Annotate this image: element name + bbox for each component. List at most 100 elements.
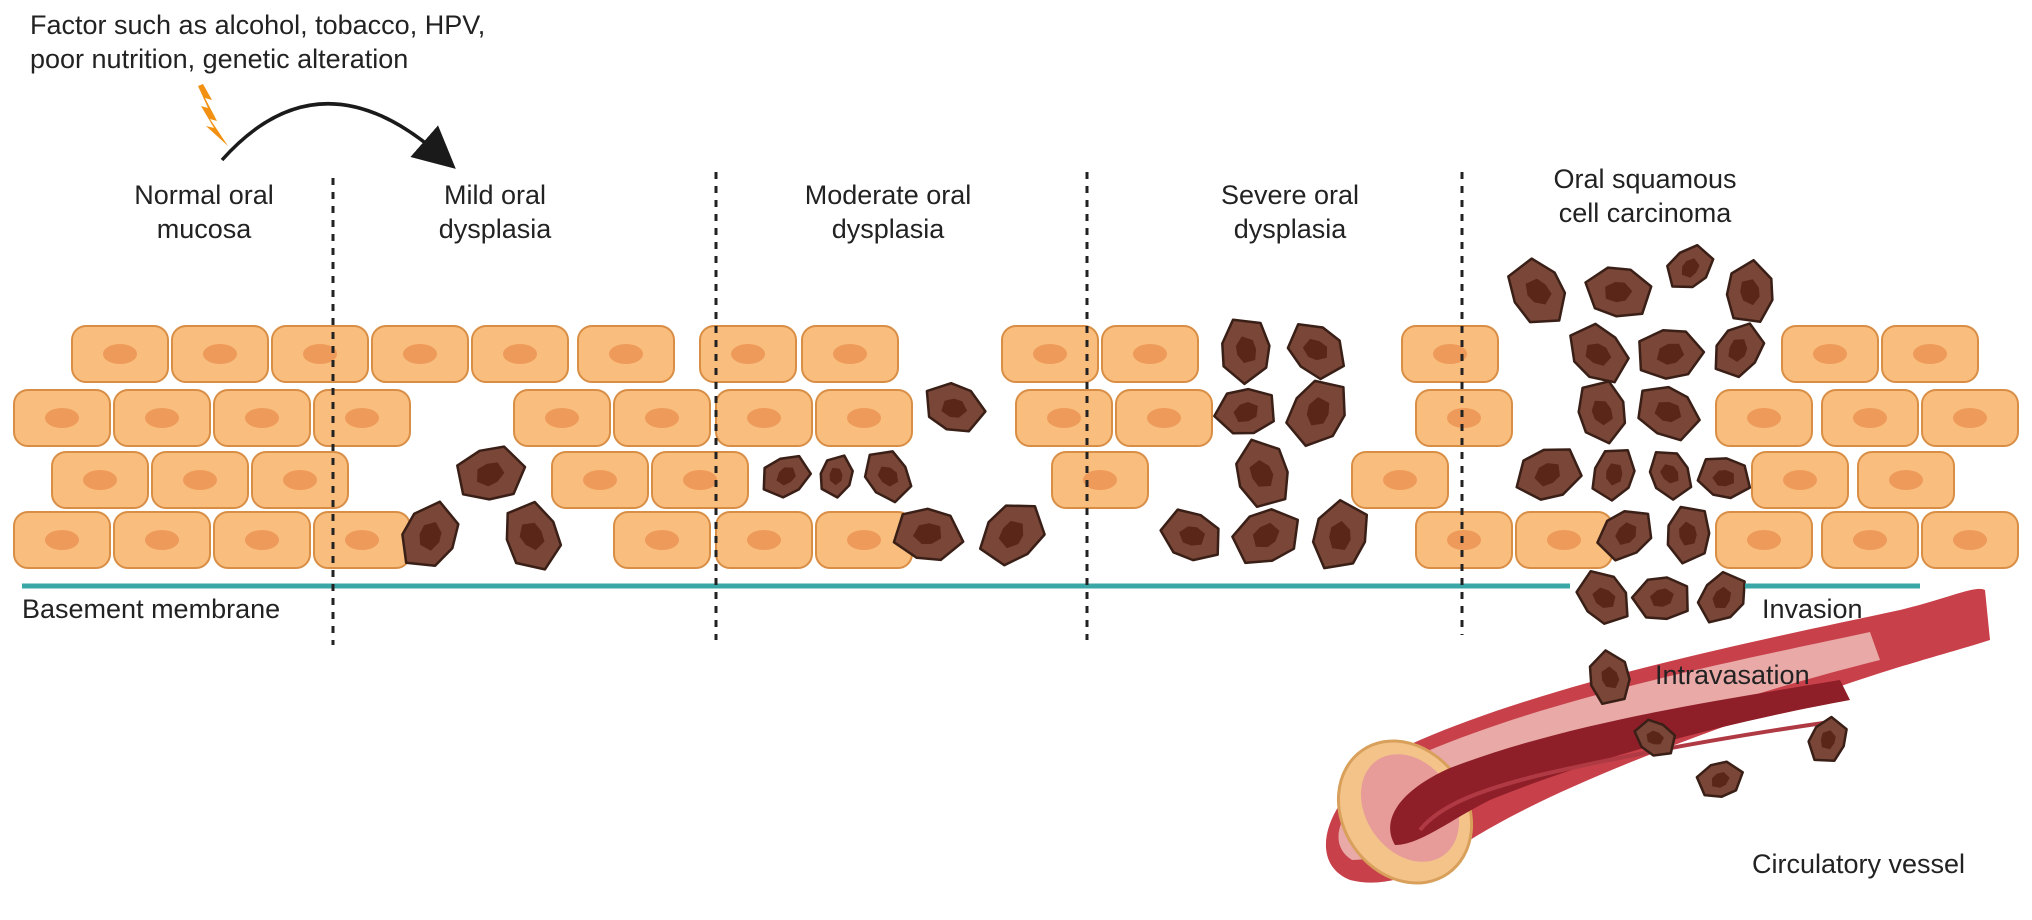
dysplastic-cell-nucleus [1712,586,1732,609]
normal-cell-nucleus [1433,344,1467,364]
normal-cell [1821,389,1919,447]
normal-cell [271,325,369,383]
dysplastic-cell-nucleus [1329,521,1351,550]
dysplastic-cell-nucleus [1306,397,1330,426]
normal-cell [51,451,149,509]
normal-cell [1881,325,1979,383]
normal-cell [1415,389,1513,447]
dysplastic-cell [892,507,965,562]
normal-cell [1001,325,1099,383]
dysplastic-cell-nucleus [913,523,942,545]
dysplastic-cell-nucleus [1249,460,1274,487]
normal-cell [1015,389,1113,447]
dysplastic-cell [1584,266,1653,318]
dysplastic-cell-nucleus [877,466,899,487]
normal-cell-nucleus [83,470,117,490]
vessel-label: Circulatory vessel [1752,849,1965,879]
normal-cell-nucleus [245,408,279,428]
dysplastic-cell [505,500,563,571]
normal-cell-nucleus [1889,470,1923,490]
stage-normal-line2: mucosa [157,214,253,244]
normal-cell [313,389,411,447]
stage-carcinoma-line1: Oral squamous [1553,164,1736,194]
normal-cell-nucleus [145,408,179,428]
normal-cell-nucleus [403,344,437,364]
normal-cell [513,389,611,447]
dysplastic-cell-nucleus [1601,666,1620,689]
stage-label-normal: Normal oral mucosa [134,180,274,244]
normal-cell [1351,451,1449,509]
normal-cell [313,511,411,569]
dysplastic-cell [1807,715,1848,762]
normal-cell-nucleus [683,470,717,490]
dysplastic-cell [1696,457,1752,500]
dysplastic-cell-nucleus [829,467,843,486]
normal-cell-nucleus [1133,344,1167,364]
normal-cell-nucleus [645,408,679,428]
normal-cell [651,451,749,509]
dysplastic-cell-nucleus [1660,464,1679,484]
dysplastic-cell-nucleus [1592,587,1616,608]
normal-cell [1781,325,1879,383]
invasion-label: Invasion [1762,594,1863,624]
lightning-icon [198,84,228,146]
normal-cell [113,389,211,447]
normal-cell [1051,451,1149,509]
dysplastic-cell [762,454,813,499]
normal-cell [1115,389,1213,447]
normal-cell-nucleus [847,530,881,550]
normal-cell [1415,511,1513,569]
dysplastic-cell-nucleus [1235,336,1257,363]
normal-cell-nucleus [1747,408,1781,428]
normal-cell-nucleus [1033,344,1067,364]
normal-cell-nucleus [731,344,765,364]
dysplastic-cell-nucleus [1820,730,1836,750]
dysplastic-cell [1666,505,1711,565]
dysplastic-cell [1633,718,1677,757]
normal-cell-nucleus [283,470,317,490]
normal-cell-nucleus [345,530,379,550]
normal-cell [699,325,797,383]
dysplastic-cell-nucleus [1233,402,1258,422]
dysplastic-cell-nucleus [1654,402,1682,423]
dysplastic-cell [1231,508,1300,565]
vessel-lumen [1390,680,1850,845]
stage-mild-line2: dysplasia [439,214,553,244]
basement-membrane-label: Basement membrane [22,594,280,624]
dysplastic-cell [819,454,854,499]
normal-cell-nucleus [1913,344,1947,364]
normal-cell-nucleus [1547,530,1581,550]
normal-cell [801,325,899,383]
vessel-lumen-highlight [1418,720,1831,832]
normal-cell [213,511,311,569]
dysplastic-cell-nucleus [1525,278,1552,305]
dysplastic-cell [401,500,460,567]
curved-arrow-icon [220,102,456,169]
stage-label-severe: Severe oral dysplasia [1221,180,1359,244]
normal-cell-nucleus [345,408,379,428]
normal-cell [1857,451,1955,509]
dysplastic-cell [1648,450,1693,501]
dysplastic-cell-nucleus [1252,522,1280,548]
dysplastic-cell-nucleus [1681,258,1700,278]
normal-cell [113,511,211,569]
dysplastic-cell-nucleus [1712,470,1734,487]
stage-moderate-line1: Moderate oral [805,180,972,210]
dysplastic-cell [1159,508,1220,562]
dysplastic-cell [1591,448,1636,502]
dysplastic-cell-nucleus [1591,400,1613,426]
normal-cell-nucleus [1783,470,1817,490]
normal-cell-nucleus [1083,470,1117,490]
normal-cell [577,325,675,383]
dysplastic-cell [1666,243,1715,289]
dysplastic-cell [1575,569,1629,625]
normal-cell [1921,389,2019,447]
dysplastic-cell-nucleus [1585,343,1612,366]
normal-cell [1715,389,1813,447]
stage-label-moderate: Moderate oral dysplasia [805,180,972,244]
dysplastic-cell-nucleus [1302,338,1328,361]
dysplastic-cell-nucleus [1606,463,1623,486]
dysplastic-cell [1588,649,1631,706]
dysplastic-cell [1213,387,1275,435]
normal-cell-nucleus [103,344,137,364]
